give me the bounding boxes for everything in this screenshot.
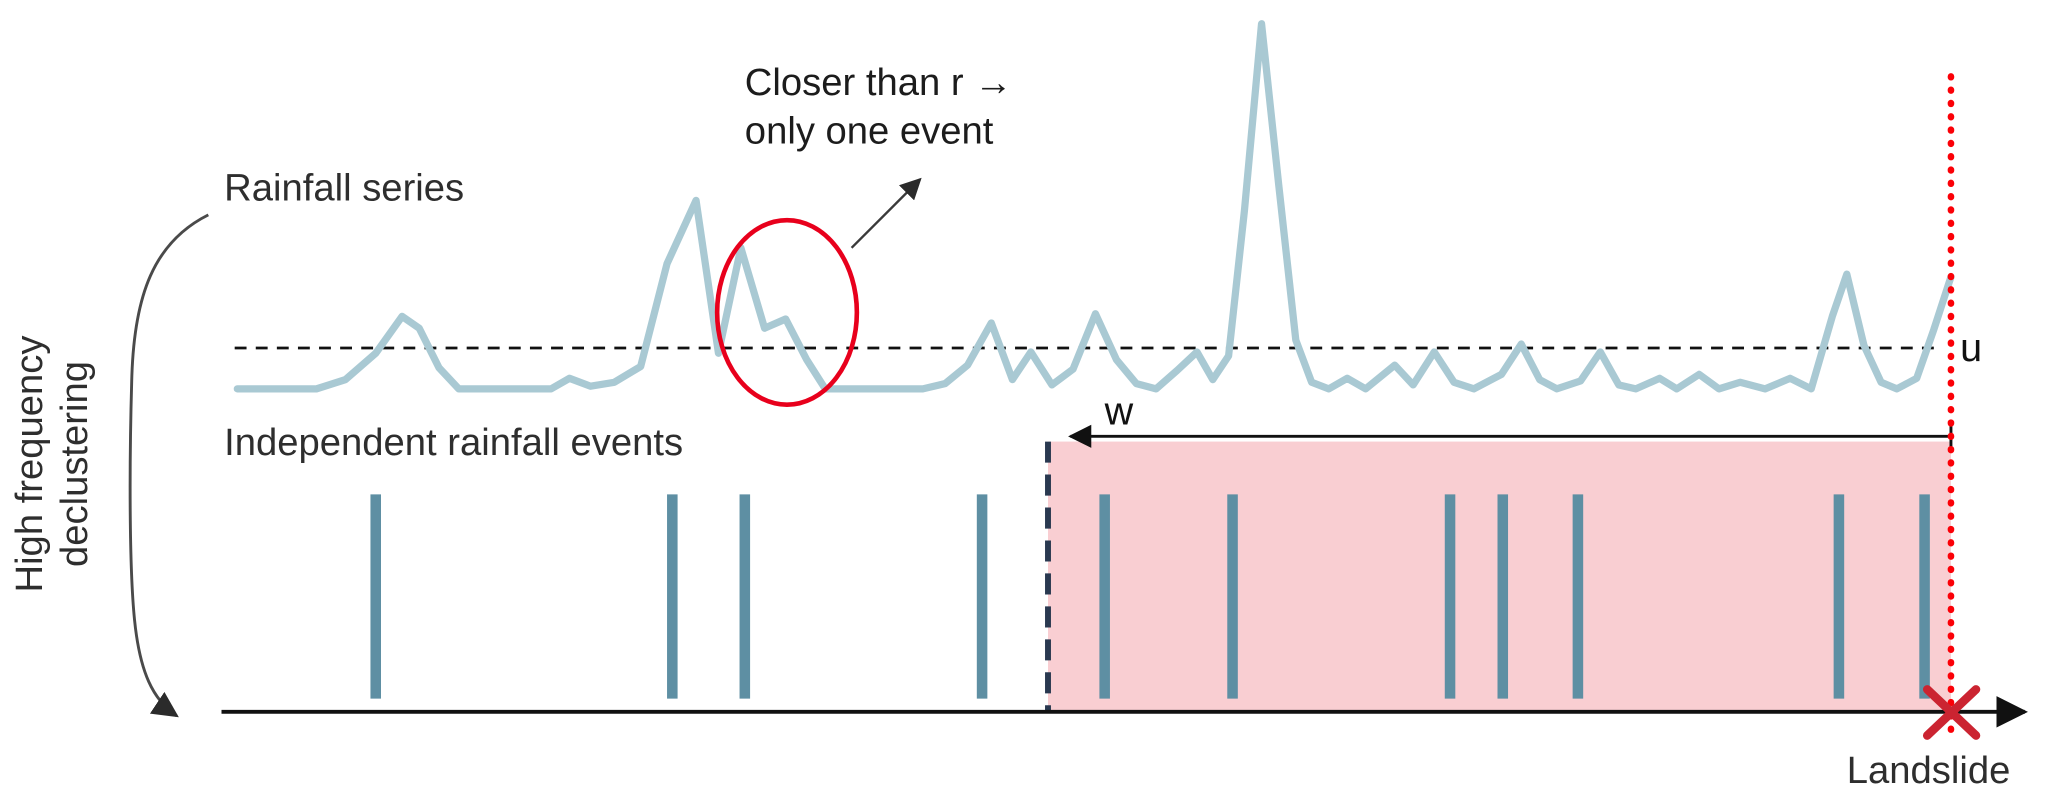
landslide-label: Landslide (1847, 749, 2011, 792)
landslide-x-marker (1922, 685, 1981, 740)
annotation-arrow (850, 177, 922, 249)
threshold-label: u (1960, 326, 1982, 370)
rainfall-series-label: Rainfall series (224, 166, 464, 209)
annotation-text-line1: Closer than r → (745, 61, 1013, 104)
window-width-label: w (1104, 389, 1134, 433)
declustering-brace-arrow (128, 213, 209, 718)
rainfall-series-line (233, 20, 1955, 393)
side-caption-line1: High frequency (8, 335, 51, 593)
event-ticks (370, 494, 1930, 699)
annotation-text-line2: only one event (745, 110, 994, 153)
side-caption-line2: declustering (53, 361, 96, 567)
close-events-ellipse (714, 217, 860, 407)
independent-events-label: Independent rainfall events (224, 421, 683, 464)
